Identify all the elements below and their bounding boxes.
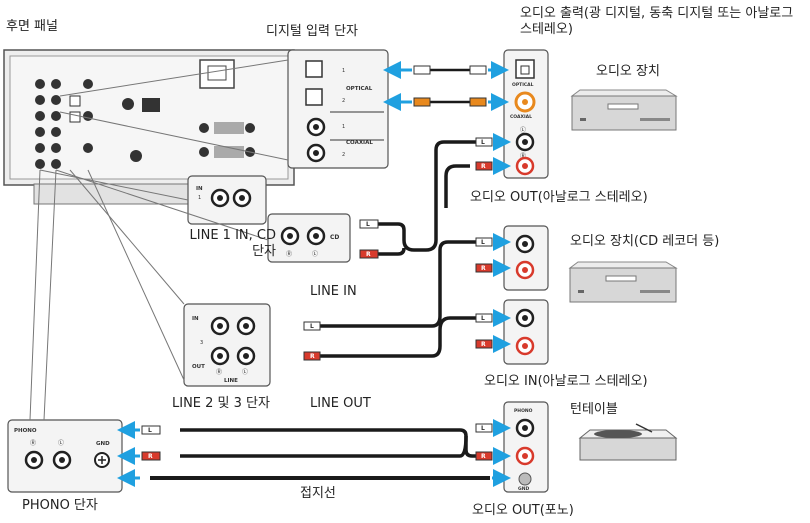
turntable-phono-label: PHONO: [514, 408, 533, 414]
coaxial-input-2-number: 2: [342, 152, 345, 158]
device-right-channel-mark: Ⓡ: [520, 152, 526, 160]
line1-cd-panel: IN 1 CD Ⓡ Ⓛ: [187, 175, 351, 263]
turntable-jack-panel: PHONO GND: [503, 401, 549, 493]
optical-input-label: OPTICAL: [346, 86, 373, 92]
line23-terminal-label: LINE 2 및 3 단자: [172, 396, 270, 411]
line3-right-channel-mark: Ⓡ: [216, 368, 222, 376]
audio-out-phono-label: 오디오 OUT(포노): [472, 503, 574, 518]
line-in-label: LINE IN: [310, 284, 357, 299]
line1-cd-terminal-label: LINE 1 IN, CD 단자: [189, 228, 276, 259]
optical-input-2-number: 2: [342, 98, 345, 104]
device-digital-output-panel: OPTICAL COAXIAL Ⓛ Ⓡ: [503, 49, 549, 179]
device-cd-recorder-panel: [503, 225, 549, 365]
recorder-out-left-plug: L: [481, 239, 485, 246]
device-optical-label: OPTICAL: [512, 82, 534, 88]
signal-direction-arrows: [117, 61, 511, 487]
phono-cable-left-plug: L: [148, 427, 152, 434]
cd-right-channel-mark: Ⓡ: [286, 250, 292, 258]
line3-in-left-plug: L: [310, 323, 314, 330]
device-coaxial-label: COAXIAL: [510, 114, 532, 120]
digital-input-panel: 1 OPTICAL 2 1 COAXIAL 2: [287, 49, 389, 169]
line3-number: 3: [200, 340, 203, 346]
audio-device-cd-recorder-label: 오디오 장치(CD 레코더 등): [570, 234, 720, 249]
phono-panel: PHONO Ⓡ Ⓛ GND: [7, 419, 123, 493]
phono-gnd-label: GND: [96, 441, 110, 447]
line3-out-label: OUT: [192, 364, 205, 370]
cd-cable-right-plug: R: [366, 251, 371, 258]
audio-in-analog-stereo-label: 오디오 IN(아날로그 스테레오): [484, 374, 648, 389]
line1-in-label: IN: [196, 186, 203, 192]
line3-in-label: IN: [192, 316, 199, 322]
turntable-cable-left-plug: L: [481, 425, 485, 432]
line23-panel: IN 3 OUT Ⓡ Ⓛ LINE: [183, 303, 271, 387]
cd-left-channel-mark: Ⓛ: [312, 250, 318, 258]
digital-input-terminal-label: 디지털 입력 단자: [266, 24, 358, 39]
phono-right-channel-mark: Ⓡ: [30, 439, 36, 447]
cables: [150, 68, 490, 480]
cd-jack-label: CD: [330, 234, 339, 241]
turntable-gnd-label: GND: [518, 486, 529, 492]
line1-number: 1: [198, 195, 201, 201]
rear-panel-label: 후면 패널: [6, 19, 58, 34]
cd-cable-left-plug: L: [366, 221, 370, 228]
coaxial-input-label: COAXIAL: [346, 140, 373, 146]
phono-terminal-label: PHONO 단자: [22, 498, 98, 513]
line3-left-channel-mark: Ⓛ: [242, 368, 248, 376]
turntable-illustration: [578, 423, 678, 461]
phono-cable-right-plug: R: [148, 453, 153, 460]
device-cable-right-plug: R: [481, 163, 486, 170]
cd-recorder-illustration: [568, 261, 678, 303]
turntable-cable-right-plug: R: [481, 453, 486, 460]
line3-out-right-plug: R: [310, 353, 315, 360]
ground-wire-label: 접지선: [300, 486, 336, 501]
coaxial-input-1-number: 1: [342, 124, 345, 130]
phono-left-channel-mark: Ⓛ: [58, 439, 64, 447]
recorder-in-left-plug: L: [481, 315, 485, 322]
zoom-guide-lines: [29, 59, 289, 421]
audio-device-illustration: [570, 89, 678, 131]
cable-plugs: L R L R L R L R L R L R L R: [141, 65, 493, 461]
line-out-label: LINE OUT: [310, 396, 371, 411]
device-left-channel-mark: Ⓛ: [520, 126, 526, 134]
line-panel-label: LINE: [224, 378, 238, 384]
optical-input-1-number: 1: [342, 68, 345, 74]
recorder-in-right-plug: R: [481, 341, 486, 348]
recorder-out-right-plug: R: [481, 265, 486, 272]
phono-panel-label: PHONO: [14, 428, 37, 434]
audio-out-analog-stereo-label: 오디오 OUT(아날로그 스테레오): [470, 190, 648, 205]
device-cable-left-plug: L: [481, 139, 485, 146]
audio-output-title: 오디오 출력(광 디지털, 동축 디지털 또는 아날로그 스테레오): [520, 6, 794, 37]
audio-device-label: 오디오 장치: [596, 64, 660, 79]
turntable-label: 턴테이블: [570, 402, 618, 417]
